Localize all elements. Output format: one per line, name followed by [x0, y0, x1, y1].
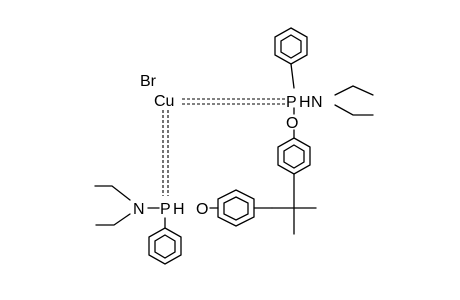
lower-oxygen-label: O: [196, 201, 208, 218]
upper-p-phenyl-bond: [290, 63, 295, 89]
lower-hydrogen-label: H: [173, 201, 185, 218]
cu-p-upper-dashed-bond: [182, 98, 286, 105]
upper-phenyl-ring: [274, 27, 308, 65]
lower-phenyl-ring: [148, 227, 182, 265]
cu-p-lower-dashed-bond: [162, 110, 169, 196]
left-phenylene-ring: [217, 189, 255, 227]
upper-hydrogen-label: H: [299, 94, 311, 111]
right-phenylene-ring: [277, 137, 311, 175]
lower-phosphorus-label: P: [160, 201, 171, 218]
lower-nitrogen-label: N: [133, 201, 145, 218]
isopropylidene-bridge: [271, 173, 317, 235]
bromine-label: Br: [140, 73, 157, 90]
upper-phosphorus-label: P: [286, 94, 297, 111]
copper-label: Cu: [154, 93, 174, 110]
upper-nitrogen-label: N: [311, 94, 323, 111]
upper-oxygen-label: O: [286, 115, 298, 132]
upper-diethyl-groups: [334, 85, 374, 116]
lower-diethyl-groups: [94, 185, 131, 226]
